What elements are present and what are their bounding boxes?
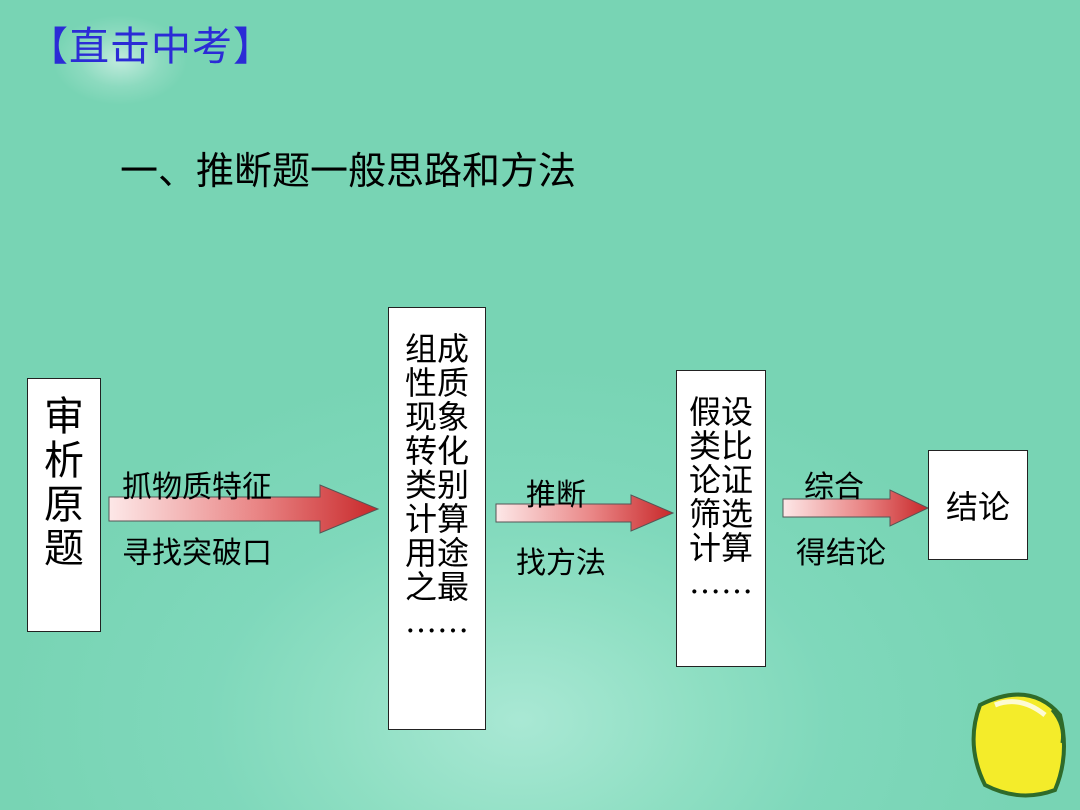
sparkle-decoration: [40, 0, 240, 140]
slide-heading: 一、推断题一般思路和方法: [120, 149, 577, 193]
result-box: 结论: [928, 450, 1028, 560]
step-box-reasoning: 假设 类比 论证 筛选 计算 ……: [676, 370, 766, 667]
step-box-reasoning-line: 筛选: [688, 495, 753, 533]
step-box-reasoning-line: 类比: [688, 427, 753, 465]
step-box-reasoning-line: 假设: [688, 393, 753, 431]
step-box-properties-line: 转化: [404, 432, 469, 470]
step-box-analyze: 审 析 原 题: [27, 378, 101, 632]
step-box-reasoning-line: ……: [689, 563, 753, 601]
step-box-properties-line: 计算: [404, 500, 469, 538]
step-box-analyze-char: 原: [44, 482, 84, 528]
flow-arrow-1: [108, 484, 380, 534]
step-box-properties-line: 之最: [404, 568, 469, 606]
arrow-2-bottom-label: 找方法: [516, 546, 606, 581]
step-box-reasoning-line: 论证: [688, 461, 753, 499]
step-box-properties-line: 组成: [404, 330, 469, 368]
flow-arrow-3: [782, 489, 930, 527]
arrow-2-top-label: 推断: [526, 478, 586, 513]
step-box-analyze-char: 题: [44, 526, 84, 572]
step-box-properties-line: 现象: [404, 398, 469, 436]
step-box-properties: 组成 性质 现象 转化 类别 计算 用途 之最 ……: [388, 307, 486, 730]
slide-title: 【直击中考】: [28, 24, 274, 70]
step-box-reasoning-line: 计算: [688, 529, 753, 567]
arrow-1-top-label: 抓物质特征: [122, 470, 272, 505]
step-box-properties-line: 性质: [404, 364, 469, 402]
flow-arrow-2: [495, 494, 675, 532]
arrow-3-top-label: 综合: [804, 470, 864, 505]
result-label: 结论: [945, 488, 1010, 526]
step-box-analyze-char: 析: [44, 438, 84, 484]
step-box-properties-line: 类别: [404, 466, 469, 504]
step-box-properties-line: ……: [405, 602, 469, 640]
yellow-leaf-decoration: [971, 692, 1066, 798]
arrow-1-bottom-label: 寻找突破口: [122, 536, 272, 571]
arrow-3-bottom-label: 得结论: [796, 536, 886, 571]
step-box-properties-line: 用途: [404, 534, 469, 572]
step-box-analyze-char: 审: [44, 394, 84, 440]
